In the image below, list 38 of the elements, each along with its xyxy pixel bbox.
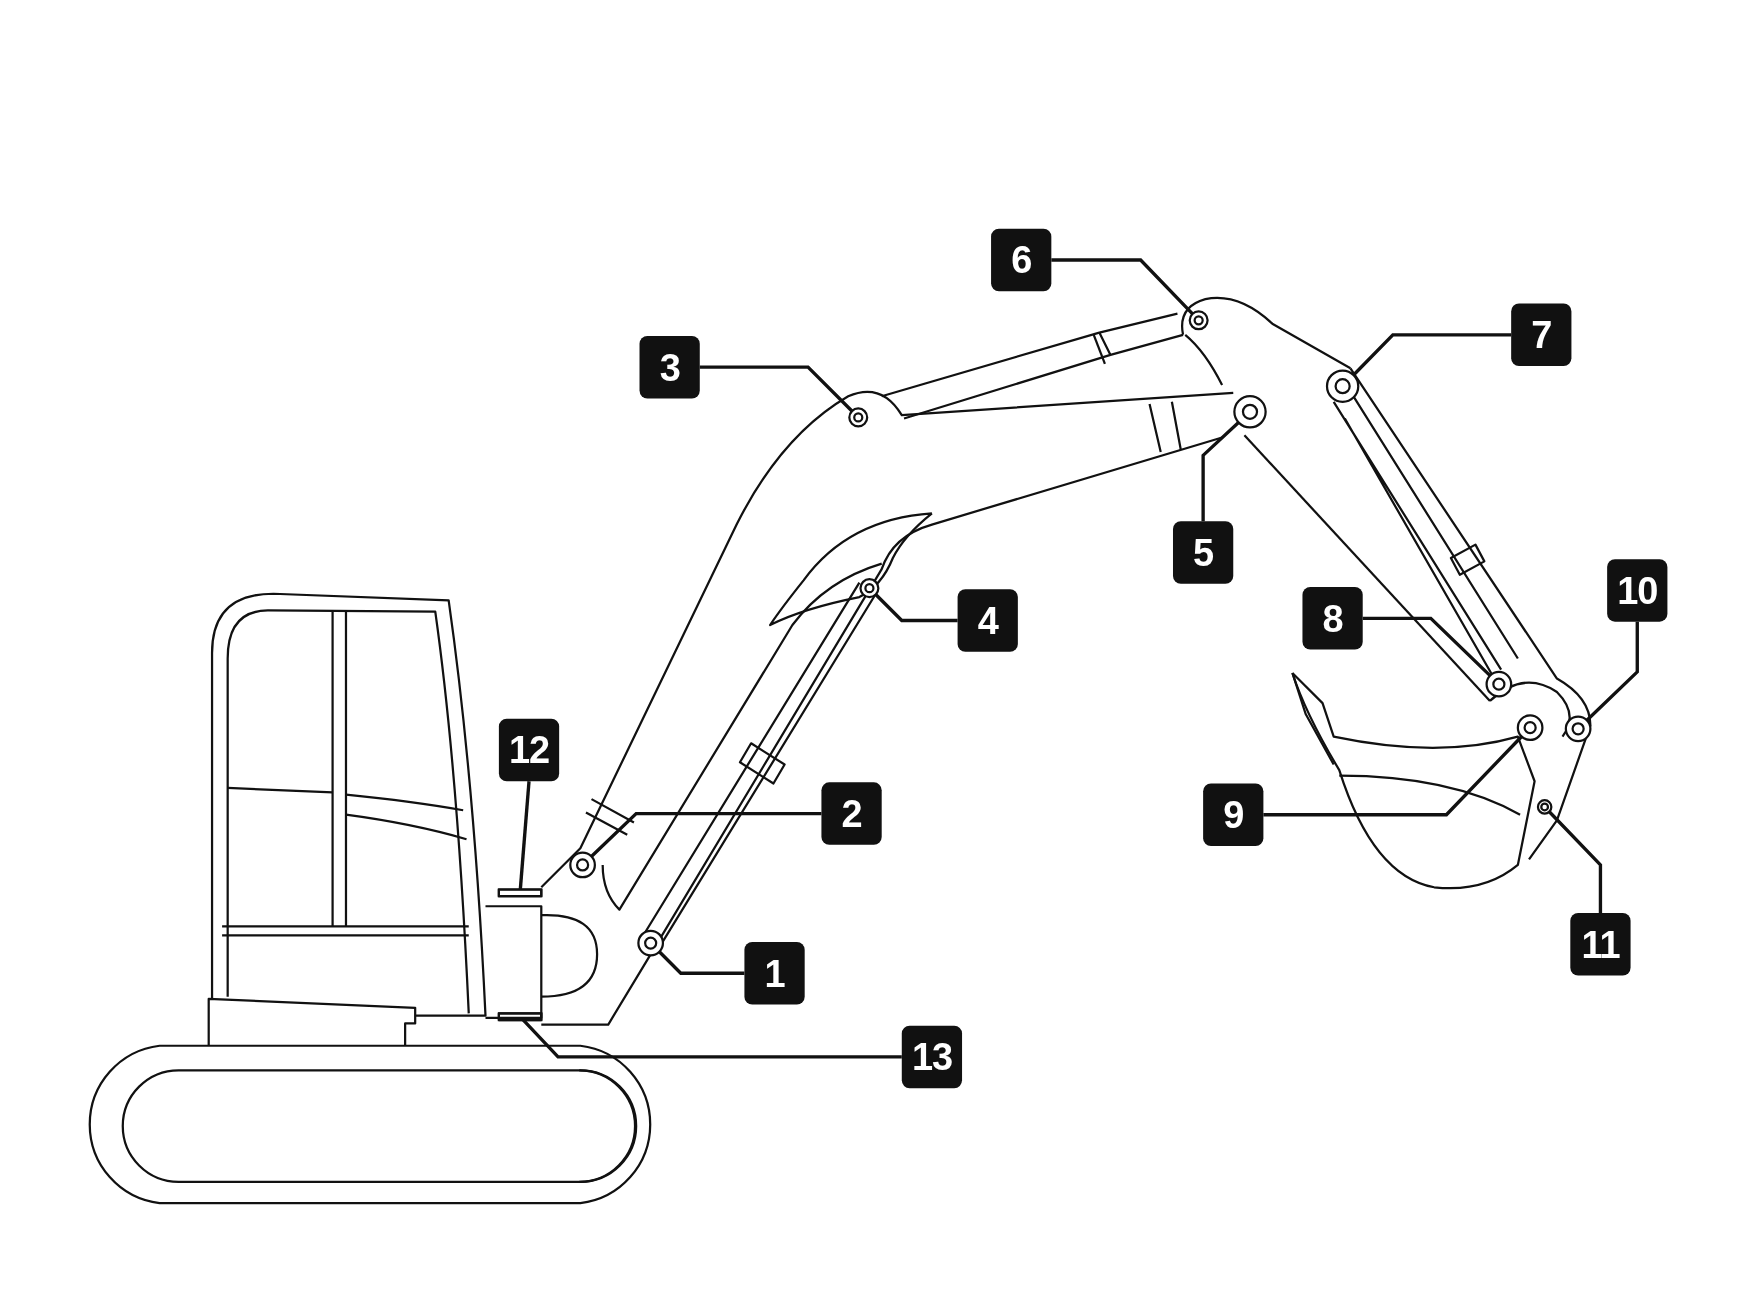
callout-number: 13 [901, 1025, 963, 1089]
pin-joint [848, 407, 869, 428]
leader-line [1051, 258, 1194, 315]
callout-number: 10 [1607, 559, 1668, 622]
leader-line [1585, 621, 1639, 722]
pin-joint [1188, 310, 1209, 331]
pin-joint [569, 851, 596, 879]
callout-number: 2 [821, 782, 882, 845]
callout-number: 8 [1302, 587, 1363, 650]
callout-number: 11 [1570, 912, 1631, 976]
callout-number: 7 [1511, 303, 1572, 367]
callout-number: 12 [498, 718, 560, 782]
pin-joint [1536, 799, 1553, 815]
mounting-plate [497, 888, 543, 898]
leader-line [1201, 421, 1240, 522]
pin-joint [1233, 395, 1267, 429]
callout-number: 5 [1173, 521, 1234, 584]
pin-joint [859, 578, 880, 599]
callout-number: 3 [639, 335, 700, 399]
leader-line [658, 950, 745, 975]
leader-line [874, 593, 958, 623]
leader-line [590, 811, 822, 858]
leader-line [518, 781, 531, 890]
leader-line [1362, 616, 1492, 677]
leader-line [521, 1018, 902, 1059]
pin-joint [1325, 369, 1360, 403]
leader-line [1352, 333, 1512, 377]
pin-joint [1564, 715, 1592, 743]
pin-joint [1485, 670, 1513, 698]
pin-joint [1516, 714, 1544, 742]
leader-line [1548, 810, 1603, 913]
leader-line [699, 365, 854, 413]
mounting-plate [497, 1012, 543, 1022]
callout-number: 9 [1203, 783, 1264, 846]
pin-joint [637, 929, 665, 957]
callout-number: 1 [744, 941, 805, 1005]
callout-number: 4 [957, 589, 1018, 652]
callout-number: 6 [991, 228, 1052, 292]
